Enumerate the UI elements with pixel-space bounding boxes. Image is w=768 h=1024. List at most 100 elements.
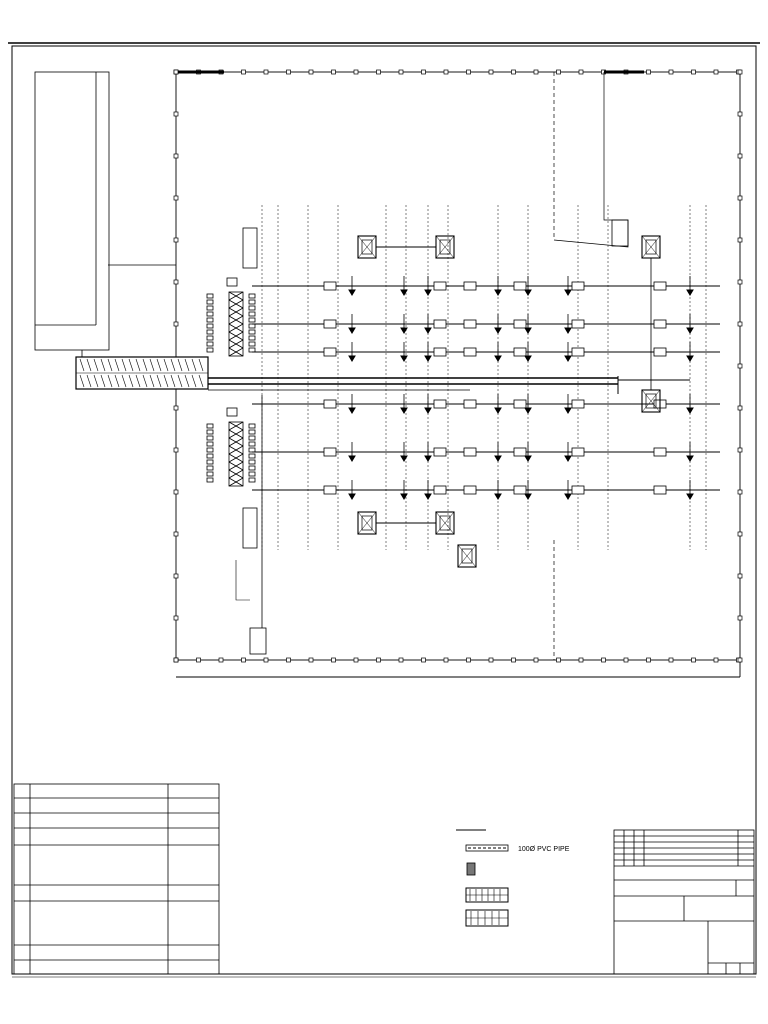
fence-post <box>623 657 629 663</box>
fence-post <box>173 195 179 201</box>
fence-post <box>691 657 696 663</box>
fence-post <box>376 657 381 663</box>
process-row <box>252 314 720 334</box>
fence-post <box>308 69 314 75</box>
fence-post <box>737 531 743 537</box>
fence-post <box>737 405 743 411</box>
dashed-pipe-symbol <box>465 844 509 852</box>
sheet-border <box>8 42 760 978</box>
outlet-line <box>235 560 250 601</box>
fence-post <box>533 69 539 75</box>
legend-label-pvc: 100Ø PVC PIPE <box>518 846 570 853</box>
fence-post <box>646 657 651 663</box>
fence-post <box>737 195 743 201</box>
fence-post <box>556 657 561 663</box>
fence-post <box>173 153 179 159</box>
fence-post <box>173 615 179 621</box>
fence-post <box>511 69 516 75</box>
fence-post <box>443 69 449 75</box>
fence-post <box>737 573 743 579</box>
fence-post <box>737 321 743 327</box>
fence-post <box>353 657 359 663</box>
legend: 100Ø PVC PIPE <box>456 829 570 927</box>
fence-post <box>646 69 651 75</box>
process-row <box>252 342 720 362</box>
chamber <box>457 544 477 568</box>
fence-post <box>353 69 359 75</box>
fence-post <box>533 657 539 663</box>
fence-post <box>173 111 179 117</box>
title-block <box>613 829 755 975</box>
fence-post <box>286 657 291 663</box>
fence-post <box>218 657 224 663</box>
fence-post <box>668 69 674 75</box>
screen-unit <box>206 277 256 357</box>
existing-building <box>34 71 176 360</box>
fence-post <box>173 405 179 411</box>
fence-post <box>173 489 179 495</box>
fence-post <box>713 69 719 75</box>
hatched-box-symbol <box>466 862 476 876</box>
fence-post <box>737 69 743 75</box>
revision-table <box>13 783 220 975</box>
screen-unit <box>206 407 256 487</box>
chamber <box>641 235 661 259</box>
fence-post <box>511 657 516 663</box>
main-header <box>208 376 690 394</box>
fence-post <box>263 657 269 663</box>
fence-post <box>556 69 561 75</box>
fence-post <box>173 321 179 327</box>
fence-post <box>421 69 426 75</box>
equipment-box <box>242 227 258 269</box>
fence-post <box>308 657 314 663</box>
fence-post <box>331 69 336 75</box>
fence-post <box>737 237 743 243</box>
fence-post <box>331 657 336 663</box>
equipment-box <box>249 627 267 655</box>
fence-post <box>173 573 179 579</box>
fence-post <box>713 657 719 663</box>
fence-post <box>737 279 743 285</box>
fence-post <box>737 363 743 369</box>
equipment-box <box>242 507 258 549</box>
fence-post <box>196 657 201 663</box>
inlet-units <box>206 277 256 487</box>
fence-post <box>737 153 743 159</box>
fence-post <box>466 657 471 663</box>
fence-post <box>737 615 743 621</box>
fence-post <box>421 657 426 663</box>
fence-post <box>488 69 494 75</box>
fence-post <box>376 69 381 75</box>
fence-post <box>601 657 606 663</box>
fence-post <box>668 657 674 663</box>
process-lines <box>235 205 720 655</box>
process-row <box>252 442 720 462</box>
fence-post <box>173 447 179 453</box>
fence-post <box>398 657 404 663</box>
fence-post <box>173 657 179 663</box>
fence-post <box>398 69 404 75</box>
pipe-band-symbol-alt <box>465 909 509 927</box>
fence-post <box>173 279 179 285</box>
fence-post <box>691 69 696 75</box>
fence-post <box>578 657 584 663</box>
fence-post <box>241 657 246 663</box>
fence-post <box>737 657 743 663</box>
fence-post <box>241 69 246 75</box>
fence-post <box>286 69 291 75</box>
fence-post <box>263 69 269 75</box>
influent-pipe <box>75 356 209 390</box>
fence-post <box>173 69 179 75</box>
fence-post <box>466 69 471 75</box>
equipment-box <box>611 219 629 247</box>
fence-post <box>443 657 449 663</box>
pipe-band-symbol <box>465 887 509 903</box>
fence-post <box>737 111 743 117</box>
process-row <box>252 276 720 296</box>
fence-post <box>488 657 494 663</box>
process-row <box>252 480 720 500</box>
fence-post <box>173 237 179 243</box>
fence-post <box>737 447 743 453</box>
fence-post <box>173 531 179 537</box>
